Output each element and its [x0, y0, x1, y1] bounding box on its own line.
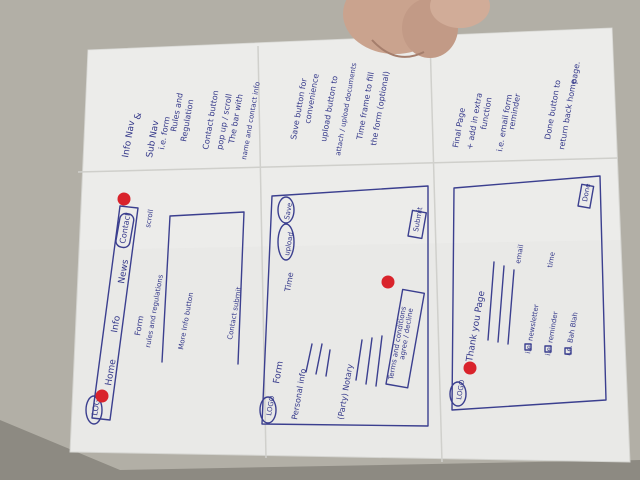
- fold-line-2: [429, 37, 443, 463]
- notary-lines: [355, 335, 383, 387]
- save-label: Save: [283, 202, 294, 220]
- thankyou-logo: LOGO: [455, 379, 466, 401]
- scroll-note: scroll: [144, 209, 155, 229]
- personal-info-lines: [305, 343, 331, 377]
- upload-oval: [277, 223, 295, 261]
- save-oval: [277, 196, 295, 224]
- nav-bar-outline: [91, 205, 139, 421]
- checkbox-3: [564, 347, 572, 355]
- fold-line-horizontal: [77, 157, 619, 173]
- form-note: Form: [133, 315, 145, 337]
- submit-box: [407, 209, 428, 240]
- thankyou-panel-outline: [451, 175, 607, 411]
- form-title: Form: [272, 360, 286, 384]
- red-dot-terms: [381, 275, 395, 289]
- checkbox-2: [544, 345, 552, 353]
- content-box: [161, 211, 245, 365]
- checkbox-1: [524, 343, 532, 351]
- nav-home: Home: [104, 358, 119, 386]
- email-label: email: [514, 244, 525, 264]
- paper-highlight: [80, 28, 620, 250]
- nav-news: News: [117, 259, 131, 285]
- nav-info: Info: [110, 315, 123, 334]
- note-bot-8: page.: [569, 61, 582, 85]
- contact-button-outline: [115, 212, 135, 249]
- thankyou-lines: [487, 261, 515, 345]
- logo-oval: [85, 395, 103, 425]
- time-label: Time: [283, 271, 295, 293]
- table-shadow: [0, 420, 640, 480]
- red-dot-thankyou: [463, 361, 477, 375]
- time-box-label: time: [546, 251, 557, 268]
- red-dot-contact: [117, 192, 131, 206]
- fold-line-1: [257, 45, 267, 459]
- fingers: [343, 0, 490, 58]
- done-box: [577, 183, 595, 209]
- note-top-2: &: [133, 112, 144, 121]
- form-logo-oval: [259, 396, 277, 424]
- done-label: Done: [581, 183, 592, 203]
- red-dot-home: [95, 389, 109, 403]
- thankyou-logo-oval: [449, 381, 467, 407]
- form-logo: LOGO: [265, 395, 276, 417]
- form-panel-outline: [261, 185, 429, 427]
- terms-box: [385, 288, 426, 389]
